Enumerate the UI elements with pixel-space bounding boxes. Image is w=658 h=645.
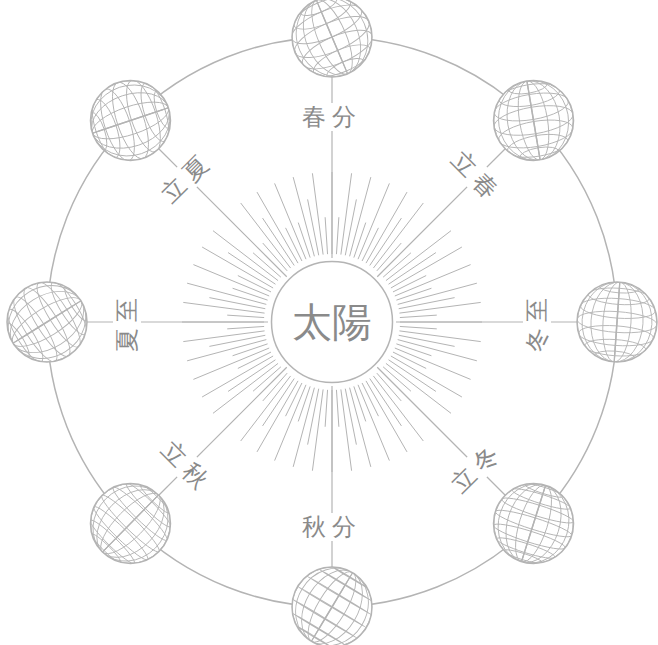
sun-ray (183, 302, 264, 313)
sun-ray (370, 379, 402, 426)
orbit-ring (47, 37, 617, 607)
sun-ray (193, 265, 269, 296)
sun-ray (389, 253, 436, 285)
sun-ray (345, 199, 356, 255)
earth-globe (275, 549, 389, 645)
sun-ray (399, 302, 480, 313)
sun-ray (399, 331, 480, 342)
sun-ray (389, 360, 436, 392)
sun-ray (341, 389, 352, 470)
sun-ray (400, 315, 437, 317)
solar-term-label: 秋分 (299, 513, 365, 541)
sun-ray (193, 348, 269, 379)
earth-globe (574, 275, 658, 368)
sun-ray (312, 389, 323, 470)
sun-ray (241, 203, 291, 268)
sun-ray (370, 218, 402, 265)
earth-globe (0, 265, 106, 379)
earth-globe (76, 69, 185, 173)
sun-ray (308, 389, 319, 445)
sun-ray (263, 218, 295, 265)
sun-ray (386, 231, 451, 281)
sun-ray (228, 360, 275, 392)
sun-ray (325, 217, 327, 254)
earth-globe (482, 470, 585, 578)
sun-ray (354, 386, 366, 421)
sun-ray (350, 177, 371, 256)
sun-ray (395, 265, 471, 296)
sun-ray (400, 326, 437, 328)
sun-ray (293, 388, 314, 467)
sun-ray (336, 390, 338, 427)
solar-term-label: 冬至 (523, 289, 551, 355)
sun-ray (396, 288, 431, 300)
sun-ray (354, 223, 366, 258)
solar-term-label: 春分 (299, 103, 365, 131)
sun-ray (396, 344, 431, 356)
earth-globe (71, 464, 190, 583)
sun-ray (228, 253, 275, 285)
sun-ray (187, 283, 266, 304)
earth-globe (487, 70, 580, 170)
sun-ray (373, 376, 423, 441)
sun-ray (312, 173, 323, 254)
sun-ray (398, 340, 477, 361)
sun-ray (399, 335, 455, 346)
sun-ray (227, 315, 264, 317)
sun-ray (183, 331, 264, 342)
sun-ray (275, 385, 306, 461)
sun-ray (233, 344, 268, 356)
sun-ray (336, 217, 338, 254)
sun-ray (298, 223, 310, 258)
sun-ray (227, 326, 264, 328)
sun-ray (213, 363, 278, 413)
sun-ray (298, 386, 310, 421)
sun-label: 太陽 (292, 295, 372, 350)
sun-ray (358, 385, 389, 461)
sun-ray (233, 288, 268, 300)
solar-term-label: 夏至 (113, 289, 141, 355)
sun-ray (395, 348, 471, 379)
earth-globe (278, 0, 386, 93)
sun-ray (358, 183, 389, 259)
sun-ray (263, 379, 295, 426)
sun-ray (275, 183, 306, 259)
sun-ray (209, 298, 265, 309)
sun-circle: 太陽 (270, 260, 394, 384)
sun-ray (341, 173, 352, 254)
sun-ray (325, 390, 327, 427)
